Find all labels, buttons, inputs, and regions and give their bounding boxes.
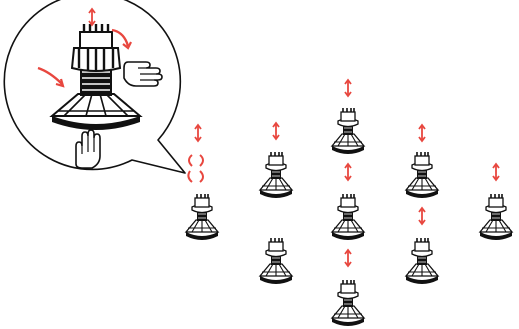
pedestal-6 [331,279,365,327]
pedestal-5 [331,193,365,241]
pedestal-8 [405,237,439,285]
height-arrow-icon [418,124,426,142]
callout-rotate-arrow-right-icon [111,28,132,50]
rotate-arrow-icon [187,154,204,183]
height-arrow-icon [344,79,352,97]
height-arrow-icon [418,207,426,225]
pedestal-1 [185,193,219,241]
height-arrow-icon [272,122,280,140]
pedestal-7 [405,151,439,199]
pedestal-4 [331,107,365,155]
height-arrow-icon [492,163,500,181]
pedestal-2 [259,151,293,199]
height-arrow-icon [344,163,352,181]
pedestal-9 [479,193,513,241]
height-arrow-icon [344,249,352,267]
height-arrow-icon [194,124,202,142]
callout-rotate-arrow-left-icon [37,66,65,88]
pedestal-3 [259,237,293,285]
